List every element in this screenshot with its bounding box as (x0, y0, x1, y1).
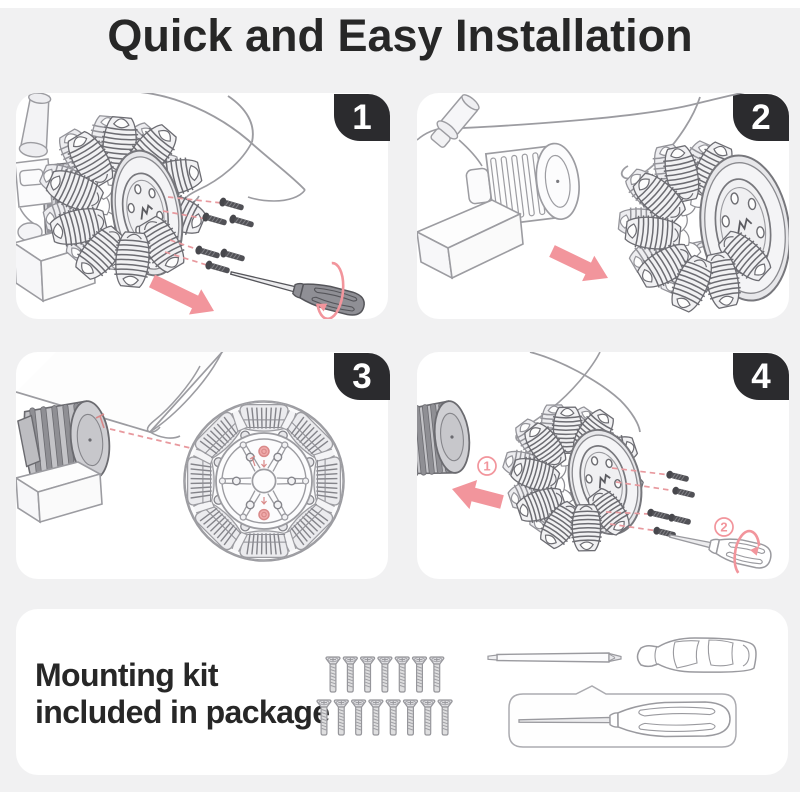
svg-text:1: 1 (483, 459, 490, 474)
svg-text:2: 2 (720, 520, 727, 535)
